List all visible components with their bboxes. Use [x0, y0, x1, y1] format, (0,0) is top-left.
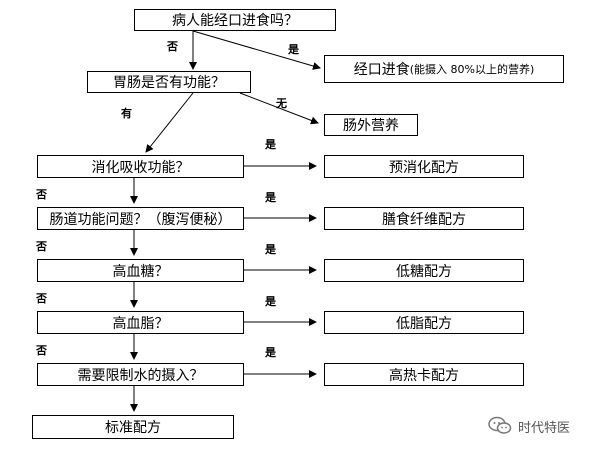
wechat-icon [488, 416, 512, 434]
arrow-gi-no [239, 92, 319, 125]
node-oral-feeding-label: 经口进食 [353, 62, 410, 78]
node-predigested: 预消化配方 [324, 155, 524, 178]
label-have-gi: 有 [121, 107, 132, 120]
label-yes-glucose: 是 [265, 243, 276, 256]
node-fiber: 膳食纤维配方 [324, 207, 524, 230]
label-no-intestinal: 否 [36, 240, 47, 253]
label-yes-intestinal: 是 [265, 191, 276, 204]
node-hyperglycemia: 高血糖？ [37, 259, 244, 282]
arrow-gi-yes [145, 92, 194, 153]
label-no-oral: 否 [167, 40, 178, 53]
arrow-oral-yes [192, 30, 321, 70]
label-yes-digestion: 是 [265, 138, 276, 151]
node-hyperlipidemia: 高血脂？ [37, 311, 244, 334]
label-no-lipid: 否 [36, 344, 47, 357]
node-digestion: 消化吸收功能？ [37, 155, 244, 178]
label-no-digestion: 否 [36, 188, 47, 201]
label-yes-oral: 是 [288, 43, 299, 56]
label-yes-fluid: 是 [265, 346, 276, 359]
node-low-sugar: 低糖配方 [324, 259, 524, 282]
node-oral-feeding: 经口进食(能摄入 80%以上的营养) [324, 55, 564, 83]
label-no-glucose: 否 [36, 292, 47, 305]
node-standard: 标准配方 [32, 415, 234, 439]
watermark-text: 时代特医 [518, 420, 571, 436]
node-low-fat: 低脂配方 [324, 311, 524, 334]
node-parenteral: 肠外营养 [324, 114, 418, 136]
node-fluid-limit: 需要限制水的摄入？ [37, 363, 244, 386]
label-none-gi: 无 [276, 97, 287, 110]
node-high-calorie: 高热卡配方 [324, 363, 524, 386]
watermark: 时代特医 [488, 416, 570, 436]
node-intestinal-issue: 肠道功能问题？（腹泻便秘） [37, 207, 244, 230]
node-oral-feeding-note: (能摄入 80%以上的营养) [409, 63, 535, 76]
node-gi-function: 胃肠是否有功能？ [87, 71, 251, 93]
label-yes-lipid: 是 [265, 295, 276, 308]
node-oral-intake: 病人能经口进食吗？ [134, 9, 336, 31]
